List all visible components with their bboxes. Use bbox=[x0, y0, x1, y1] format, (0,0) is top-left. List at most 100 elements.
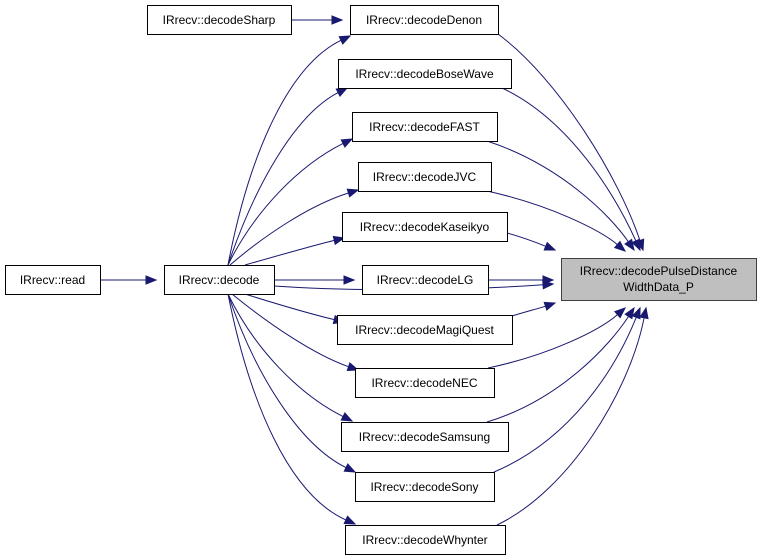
node-box bbox=[147, 5, 292, 35]
node-decodeMagiQuest[interactable]: IRrecv::decodeMagiQuest bbox=[337, 315, 513, 345]
node-box bbox=[164, 265, 275, 295]
arrowhead-icon bbox=[613, 240, 627, 252]
edge-decode-to-decodeMagiQuest bbox=[244, 293, 346, 325]
node-decodeWhynter[interactable]: IRrecv::decodeWhynter bbox=[345, 525, 506, 555]
edge-line bbox=[487, 314, 618, 369]
node-decodeDenon[interactable]: IRrecv::decodeDenon bbox=[350, 5, 499, 35]
node-box bbox=[352, 112, 498, 142]
node-label: IRrecv::decodeDenon bbox=[366, 13, 482, 27]
edge-line bbox=[227, 39, 342, 266]
arrowhead-icon bbox=[343, 275, 356, 285]
edge-line bbox=[244, 239, 335, 266]
arrowhead-icon bbox=[631, 238, 641, 252]
node-label: IRrecv::decodeMagiQuest bbox=[355, 323, 494, 337]
edge-decode-to-decodeSony bbox=[227, 293, 357, 473]
edge-decode-to-decodeKaseikyo bbox=[244, 235, 346, 266]
node-label: IRrecv::decodeLG bbox=[377, 273, 474, 287]
node-decodeJVC[interactable]: IRrecv::decodeJVC bbox=[358, 162, 492, 192]
node-decodeSamsung[interactable]: IRrecv::decodeSamsung bbox=[341, 422, 509, 452]
node-label: IRrecv::decodeFAST bbox=[369, 120, 480, 134]
arrowhead-icon bbox=[639, 306, 649, 320]
arrowhead-icon bbox=[624, 238, 635, 252]
node-box bbox=[355, 368, 495, 398]
node-decodeNEC[interactable]: IRrecv::decodeNEC bbox=[355, 368, 495, 398]
edge-line bbox=[227, 293, 347, 521]
edge-line bbox=[497, 33, 641, 241]
arrowhead-icon bbox=[331, 15, 344, 25]
edge-decodeDenon-to-target bbox=[497, 33, 645, 252]
edge-decodeLG-to-target bbox=[488, 275, 555, 285]
edge-line bbox=[493, 317, 637, 473]
edge-line bbox=[227, 143, 344, 266]
edge-read-to-decode bbox=[100, 275, 158, 285]
arrowhead-icon bbox=[631, 306, 641, 320]
node-label: IRrecv::decodeBoseWave bbox=[355, 67, 494, 81]
edge-decodeBoseWave-to-target bbox=[501, 87, 641, 252]
edge-decode-to-decodeFAST bbox=[227, 138, 354, 266]
arrowhead-icon bbox=[343, 515, 357, 525]
edge-line bbox=[496, 317, 645, 526]
edge-line bbox=[506, 232, 546, 247]
edge-line bbox=[227, 92, 339, 266]
node-label: IRrecv::decodeSamsung bbox=[359, 430, 490, 444]
edge-line bbox=[231, 293, 349, 368]
arrowhead-icon bbox=[624, 306, 635, 320]
node-decodeLG[interactable]: IRrecv::decodeLG bbox=[362, 265, 489, 295]
edge-decodeSony-to-target bbox=[493, 306, 641, 473]
node-box bbox=[342, 212, 508, 242]
node-box bbox=[362, 265, 489, 295]
edge-decodeNEC-to-target bbox=[487, 307, 627, 369]
node-box bbox=[355, 472, 495, 502]
arrowhead-icon bbox=[338, 35, 352, 45]
node-label: IRrecv::decodeNEC bbox=[371, 376, 477, 390]
node-decodeSharp[interactable]: IRrecv::decodeSharp bbox=[147, 5, 292, 35]
node-box bbox=[345, 525, 506, 555]
node-label: IRrecv::decodeJVC bbox=[373, 170, 477, 184]
arrowhead-icon bbox=[340, 412, 354, 422]
node-decodeBoseWave[interactable]: IRrecv::decodeBoseWave bbox=[338, 59, 512, 89]
edge-line bbox=[486, 140, 629, 243]
node-box bbox=[350, 5, 499, 35]
node-box bbox=[358, 162, 492, 192]
edge-decodeJVC-to-target bbox=[486, 190, 627, 252]
arrowhead-icon bbox=[343, 463, 357, 473]
edge-decode-to-decodeBoseWave bbox=[227, 87, 349, 266]
edge-line bbox=[227, 293, 347, 469]
edge-line bbox=[227, 293, 344, 417]
arrowhead-icon bbox=[346, 188, 360, 198]
node-decodeKaseikyo[interactable]: IRrecv::decodeKaseikyo bbox=[342, 212, 508, 242]
edge-decodeWhynter-to-target bbox=[496, 306, 649, 526]
arrowhead-icon bbox=[543, 241, 557, 251]
edge-decodeMagiQuest-to-target bbox=[511, 301, 557, 317]
edge-decode-to-decodeJVC bbox=[229, 188, 360, 266]
arrowhead-icon bbox=[340, 138, 354, 148]
edge-line bbox=[244, 293, 335, 321]
node-label: IRrecv::decodeSony bbox=[370, 480, 478, 494]
node-decode[interactable]: IRrecv::decode bbox=[164, 265, 275, 295]
node-label: IRrecv::decodeSharp bbox=[163, 13, 276, 27]
arrowhead-icon bbox=[542, 275, 555, 285]
node-box bbox=[337, 315, 513, 345]
arrowhead-icon bbox=[332, 235, 346, 246]
arrowhead-icon bbox=[543, 301, 557, 311]
node-decodeFAST[interactable]: IRrecv::decodeFAST bbox=[352, 112, 498, 142]
node-read[interactable]: IRrecv::read bbox=[5, 265, 101, 295]
edge-line bbox=[486, 190, 618, 245]
node-label-line: IRrecv::decodePulseDistance bbox=[580, 264, 738, 278]
edge-line bbox=[501, 87, 637, 242]
arrowhead-icon bbox=[145, 275, 158, 285]
edge-decode-to-decodeWhynter bbox=[227, 293, 357, 525]
node-box bbox=[338, 59, 512, 89]
edge-decode-to-decodeLG bbox=[274, 275, 356, 285]
node-label-line: WidthData_P bbox=[623, 280, 694, 294]
arrowhead-icon bbox=[335, 87, 349, 98]
edge-decode-to-decodeDenon bbox=[227, 35, 352, 266]
node-decodeSony[interactable]: IRrecv::decodeSony bbox=[355, 472, 495, 502]
node-box bbox=[5, 265, 101, 295]
edge-line bbox=[511, 305, 546, 317]
node-label: IRrecv::decode bbox=[179, 273, 260, 287]
node-box bbox=[561, 258, 757, 301]
